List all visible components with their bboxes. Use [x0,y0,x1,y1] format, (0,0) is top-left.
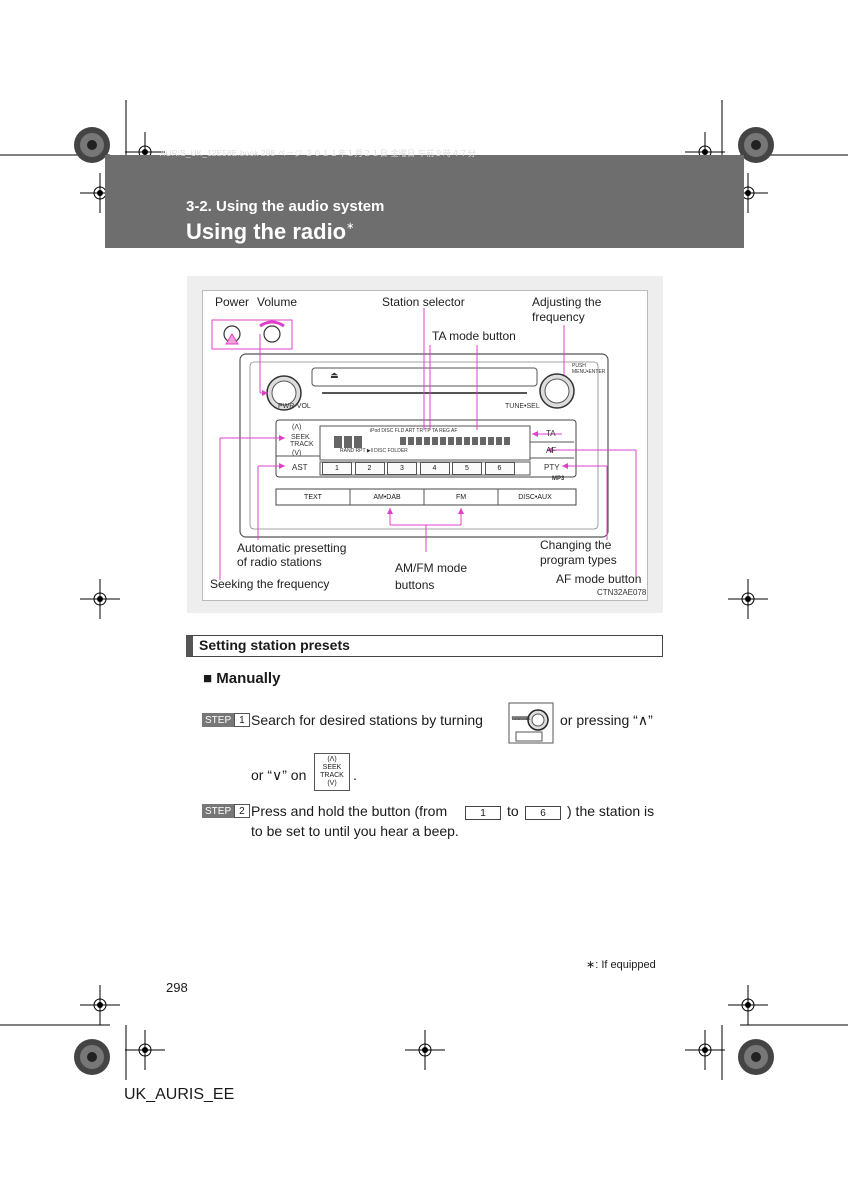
footnote: ∗: If equipped [586,959,656,971]
header-band [105,155,744,248]
callout-amfm-1: AM/FM mode [395,561,468,575]
square-bullet-icon: ■ [203,670,213,687]
step1-text-e: ” on [282,767,307,783]
page-number: 298 [166,980,188,995]
step1-text-b1: or pressing “ [560,712,638,728]
pty-button[interactable]: PTY [544,463,560,472]
subheading-text: Manually [216,670,281,687]
preset-key-6-icon: 6 [525,806,561,820]
preset-button-1[interactable]: 1 [322,462,352,475]
figure-code: CTN32AE078 [597,588,647,597]
seek-up-glyph-icon: ∧ [637,712,649,728]
callout-ta-mode-button: TA mode button [432,329,516,343]
callout-changing-1: Changing the [540,538,612,552]
track-label: TRACK [290,441,314,448]
seek-down-glyph-icon: ∨ [272,767,283,783]
step1-text-a: Search for desired stations by turning [251,712,483,728]
callout-auto-preset-2: of radio stations [237,555,322,569]
callout-adjusting-frequency-1: Adjusting the [532,295,602,309]
mode-button-am-dab[interactable]: AM•DAB [373,494,401,501]
radio-unit-diagram [211,308,637,580]
preset-button-2[interactable]: 2 [354,462,385,475]
knob-label: TUNE•SEL [511,716,531,721]
pwr-vol-label: PWR•VOL [278,403,311,410]
ast-button[interactable]: AST [292,463,308,472]
seek-label: SEEK [291,434,310,441]
file-info: AURIS_UK_12E58E.book 298 ページ ２０１１年１月２１日 … [160,149,477,158]
callout-seeking: Seeking the frequency [210,577,330,591]
step2-line2: to be set to until you hear a beep. [251,823,459,839]
section-heading-box [186,635,663,657]
section-heading: Setting station presets [199,637,350,653]
af-button[interactable]: AF [546,446,557,455]
preset-key-1-icon: 1 [465,806,501,820]
ta-button[interactable]: TA [546,429,556,438]
callout-adjusting-frequency-2: frequency [532,310,585,324]
preset-button-4[interactable]: 4 [419,462,450,475]
display-bottom-indicators: RAND RPT ▶‖ DISC FOLDER [340,448,408,454]
eject-icon[interactable]: ⏏ [330,370,339,380]
step2-text-b: to [507,803,519,819]
doc-code: UK_AURIS_EE [124,1086,235,1103]
callout-af-mode-button: AF mode button [556,572,642,586]
step1-number: 1 [234,713,250,727]
step2-text-a: Press and hold the button (from [251,803,448,819]
mp3-logo: MP3 [552,476,565,482]
seek-track-up: (Λ) [327,756,337,763]
tune-sel-knob-icon [508,702,554,744]
callout-amfm-2: buttons [395,578,435,592]
seek-track-down: (V) [327,780,337,787]
preset-button-5[interactable]: 5 [452,462,482,475]
display-top-indicators: iPod DISC FLD ART TR TP TA REG AF [370,428,458,434]
preset-button-6[interactable]: 6 [484,462,515,475]
seek-down-label[interactable]: (V) [292,450,302,457]
equipped-mark: ∗ [346,221,355,232]
step2-number: 2 [234,804,250,818]
seek-up-label[interactable]: (Λ) [292,424,302,431]
step1-word: STEP [202,713,235,727]
seek-track-track: TRACK [320,772,344,779]
page-title-text: Using the radio [186,219,347,244]
step1-text-f: . [353,767,357,783]
mode-button-text[interactable]: TEXT [304,494,322,501]
step2-text-c: ) the station is [567,803,655,819]
push-menu-label: PUSH MENU•ENTER [572,363,606,375]
step1-text-c: ” [648,712,653,728]
page-title: Using the radio∗ [186,219,355,245]
section-label: 3-2. Using the audio system [186,198,385,215]
callout-power: Power [215,295,250,309]
tune-sel-label: TUNE•SEL [505,403,540,410]
callout-station-selector: Station selector [382,295,465,309]
callout-auto-preset-1: Automatic presetting [237,541,347,555]
mode-button-fm[interactable]: FM [455,494,467,501]
subheading: ■ Manually [203,669,280,688]
step2-word: STEP [202,804,235,818]
step1-text-d1: or “ [251,767,272,783]
step1-text-d: or “∨” on [251,766,306,785]
mode-button-disc-aux[interactable]: DISC•AUX [518,494,552,501]
preset-button-3[interactable]: 3 [387,462,417,475]
seek-track-button-icon: (Λ) SEEK TRACK (V) [314,753,350,791]
callout-changing-2: program types [540,553,617,567]
callout-volume: Volume [257,295,298,309]
seek-track-seek: SEEK [322,764,342,771]
step1-text-b: or pressing “∧” [560,711,653,730]
